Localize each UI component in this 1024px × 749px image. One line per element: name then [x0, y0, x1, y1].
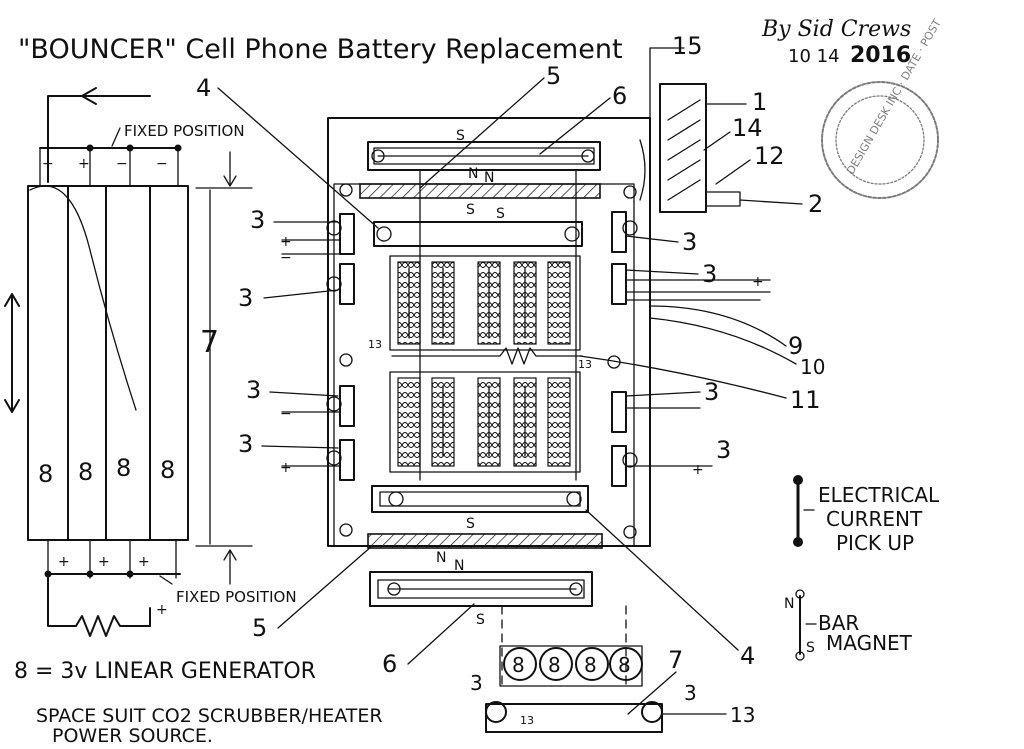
legend-generator: 8 = 3v LINEAR GENERATOR — [14, 659, 316, 684]
callout-9: 9 — [788, 332, 803, 360]
plus-sign: + — [78, 156, 90, 172]
plus-sign: + — [280, 460, 292, 476]
generator-digit: 8 — [38, 460, 53, 488]
callout-2: 2 — [808, 190, 823, 218]
callout-5: 5 — [252, 614, 267, 642]
callout-3: 3 — [246, 376, 261, 404]
callout-5: 5 — [546, 62, 561, 90]
callout-4: 4 — [740, 642, 755, 670]
legend-current-line3: PICK UP — [836, 531, 914, 555]
pole-s-label: S — [456, 128, 465, 144]
plus-sign: + — [156, 602, 168, 618]
callout-13: 13 — [520, 714, 534, 727]
minus-sign: − — [280, 250, 292, 266]
pole-s-label: S — [806, 640, 815, 656]
callout-10: 10 — [800, 355, 825, 379]
callout-13: 13 — [578, 358, 592, 371]
callout-3: 3 — [238, 284, 253, 312]
end-cap-component — [639, 47, 741, 213]
pole-n-label: N — [454, 558, 464, 574]
plus-sign: + — [58, 554, 70, 570]
pole-s-label: S — [476, 612, 485, 628]
pole-n-label: N — [784, 596, 794, 612]
end-view: 8 8 8 8 3 3 7 13 13 — [470, 605, 755, 733]
plus-sign: + — [138, 554, 150, 570]
minus-sign: − — [42, 156, 54, 172]
callout-4: 4 — [196, 74, 211, 102]
pole-s-label: S — [466, 516, 475, 532]
callout-6: 6 — [382, 650, 397, 678]
pole-n-label: N — [468, 166, 478, 182]
minus-sign: − — [280, 406, 292, 422]
plus-sign: + — [692, 462, 704, 478]
diagram-title: "BOUNCER" Cell Phone Battery Replacement — [18, 34, 623, 65]
legend-current-line1: ELECTRICAL — [818, 483, 940, 507]
callout-12: 12 — [754, 142, 785, 170]
callout-3: 3 — [684, 681, 697, 705]
callout-6: 6 — [612, 82, 627, 110]
legend: ELECTRICAL CURRENT PICK UP N S BAR MAGNE… — [14, 475, 940, 747]
generator-digit: 8 — [584, 653, 597, 677]
plus-sign: + — [280, 234, 292, 250]
legend-magnet-line1: BAR — [818, 611, 859, 635]
callout-3: 3 — [702, 260, 717, 288]
generator-assembly: S N N S S — [280, 117, 771, 628]
callout-7: 7 — [668, 646, 683, 674]
pole-n-label: N — [484, 170, 494, 186]
fixed-position-bottom-label: FIXED POSITION — [176, 588, 297, 606]
callout-7: 7 — [200, 325, 219, 360]
callout-3: 3 — [704, 378, 719, 406]
fixed-position-top-label: FIXED POSITION — [124, 122, 245, 140]
legend-current-line2: CURRENT — [826, 507, 923, 531]
callout-1: 1 — [752, 88, 767, 116]
generator-digit: 8 — [548, 653, 561, 677]
pole-n-label: N — [436, 550, 446, 566]
callout-3: 3 — [682, 228, 697, 256]
minus-sign: − — [156, 156, 168, 172]
legend-magnet-line2: MAGNET — [826, 631, 913, 655]
callout-14: 14 — [732, 114, 763, 142]
generator-digit: 8 — [512, 653, 525, 677]
author-signature: By Sid Crews — [761, 17, 911, 42]
generator-digit: 8 — [78, 458, 93, 486]
pole-s-label: S — [496, 206, 505, 222]
callout-3: 3 — [238, 430, 253, 458]
callout-13: 13 — [368, 338, 382, 351]
plus-sign: + — [98, 554, 110, 570]
callout-11: 11 — [790, 386, 821, 414]
plus-sign: + — [752, 274, 764, 290]
battery-pack: − + − − FIXED POSITION 8 8 8 8 + + + + — [4, 87, 245, 637]
pole-s-label: S — [466, 202, 475, 218]
callout-3: 3 — [716, 436, 731, 464]
date-month-day: 10 14 — [788, 46, 840, 67]
callout-15: 15 — [672, 32, 703, 60]
legend-spacesuit-line1: SPACE SUIT CO2 SCRUBBER/HEATER — [36, 705, 383, 727]
date-year: 2016 — [850, 43, 911, 68]
generator-digit: 8 — [116, 454, 131, 482]
callout-3: 3 — [250, 206, 265, 234]
callout-3: 3 — [470, 671, 483, 695]
legend-spacesuit-line2: POWER SOURCE. — [52, 725, 213, 744]
callouts: 15 1 14 12 2 4 5 6 3 3 3 3 3 3 3 3 13 13… — [196, 32, 825, 678]
dimension-marks: 7 FIXED POSITION — [159, 151, 297, 606]
callout-13: 13 — [730, 703, 755, 727]
generator-digit: 8 — [160, 456, 175, 484]
minus-sign: − — [116, 156, 128, 172]
generator-digit: 8 — [618, 653, 631, 677]
